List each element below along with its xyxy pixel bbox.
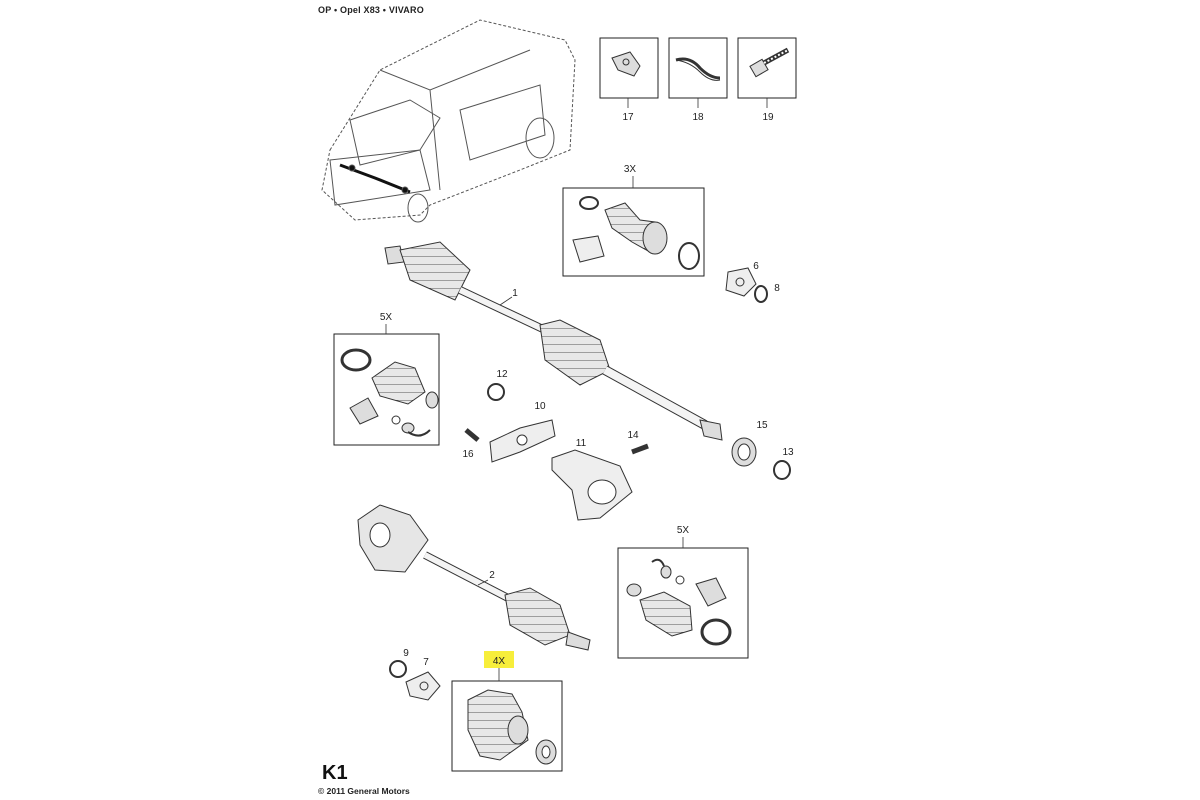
- kit-label-right[interactable]: 5X: [677, 525, 690, 536]
- part-13[interactable]: [773, 460, 791, 480]
- callout-13[interactable]: 13: [782, 447, 794, 458]
- part-9[interactable]: [389, 660, 407, 678]
- part-14[interactable]: [631, 443, 649, 455]
- kit-label-bottom[interactable]: 4X: [493, 656, 506, 667]
- part-box-18[interactable]: [668, 37, 728, 99]
- callout-16[interactable]: 16: [462, 449, 474, 460]
- copyright-text: © 2011 General Motors: [318, 786, 410, 796]
- part-box-17[interactable]: [599, 37, 659, 99]
- part-16[interactable]: [464, 428, 480, 442]
- callout-18[interactable]: 18: [692, 112, 704, 123]
- callout-10[interactable]: 10: [534, 401, 546, 412]
- kit-label-left[interactable]: 5X: [380, 312, 393, 323]
- callout-14[interactable]: 14: [627, 430, 639, 441]
- callout-1[interactable]: 1: [512, 288, 518, 299]
- callout-19[interactable]: 19: [762, 112, 774, 123]
- callout-17[interactable]: 17: [622, 112, 634, 123]
- part-7[interactable]: [405, 671, 441, 701]
- part-11[interactable]: [551, 449, 633, 521]
- part-8[interactable]: [754, 285, 768, 303]
- leader-lines: [385, 98, 768, 681]
- diagram-id: K1: [322, 762, 348, 784]
- callout-12[interactable]: 12: [496, 369, 508, 380]
- driveshaft-1[interactable]: [384, 241, 723, 441]
- callout-11[interactable]: 11: [576, 438, 587, 449]
- part-box-19[interactable]: [737, 37, 797, 99]
- driveshaft-2[interactable]: [357, 504, 591, 651]
- callout-8[interactable]: 8: [774, 283, 780, 294]
- kit-box-top[interactable]: [562, 187, 705, 277]
- callout-2[interactable]: 2: [489, 570, 495, 581]
- kit-box-left[interactable]: [333, 333, 440, 446]
- part-6[interactable]: [725, 267, 757, 297]
- callout-labels: 17 18 19 3X 5X 1 6 8 12 10 15 14 11 13 1…: [380, 112, 794, 668]
- callout-9[interactable]: 9: [403, 648, 409, 659]
- vehicle-illustration: [321, 19, 576, 223]
- part-10[interactable]: [489, 419, 556, 463]
- kit-box-bottom[interactable]: [451, 680, 563, 772]
- diagram-header: OP • Opel X83 • VIVARO: [318, 5, 424, 15]
- kit-label-top[interactable]: 3X: [624, 164, 637, 175]
- callout-6[interactable]: 6: [753, 261, 759, 272]
- kit-highlight: [484, 651, 514, 668]
- callout-7[interactable]: 7: [423, 657, 429, 668]
- part-12[interactable]: [487, 383, 505, 401]
- callout-15[interactable]: 15: [756, 420, 768, 431]
- part-15[interactable]: [731, 437, 757, 467]
- kit-box-right[interactable]: [617, 547, 749, 659]
